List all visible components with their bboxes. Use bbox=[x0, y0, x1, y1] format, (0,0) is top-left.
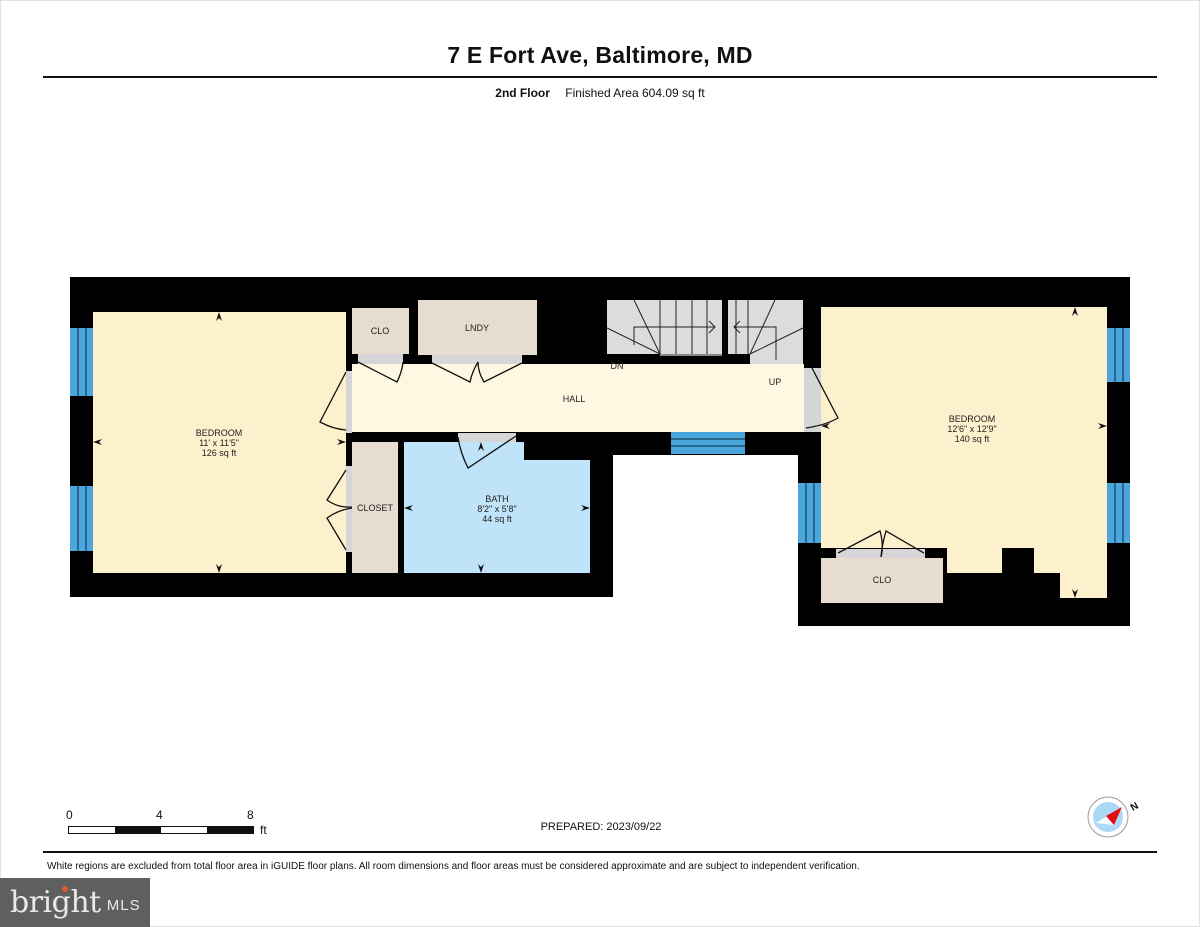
hall-label: HALL bbox=[563, 394, 586, 404]
compass-north-label: N bbox=[1129, 801, 1141, 814]
scale-label-4: 4 bbox=[156, 808, 163, 822]
bedroom-right-dims: 12'6" x 12'9" bbox=[947, 424, 996, 434]
bath-dims: 8'2" x 5'8" bbox=[477, 504, 516, 514]
bath-area: 44 sq ft bbox=[482, 514, 512, 524]
logo-dot bbox=[62, 886, 68, 892]
room-bath[interactable] bbox=[404, 442, 590, 573]
staircase bbox=[606, 299, 804, 364]
room-laundry[interactable] bbox=[418, 300, 537, 355]
bedroom-right-area: 140 sq ft bbox=[955, 434, 990, 444]
footer-divider bbox=[43, 851, 1157, 853]
room-bedroom-left[interactable] bbox=[93, 312, 346, 573]
clo-top-label: CLO bbox=[371, 326, 390, 336]
scale-label-8: 8 bbox=[247, 808, 254, 822]
floor-label: 2nd Floor bbox=[495, 86, 550, 100]
stairs-dn-label: DN bbox=[611, 361, 624, 371]
disclaimer-text: White regions are excluded from total fl… bbox=[47, 861, 860, 872]
window-right-lower bbox=[1107, 483, 1130, 543]
window-left-lower bbox=[70, 486, 93, 551]
window-hall bbox=[671, 432, 745, 454]
closet-label: CLOSET bbox=[357, 503, 394, 513]
door-swings bbox=[319, 361, 925, 558]
window-right-west bbox=[798, 483, 821, 543]
laundry-label: LNDY bbox=[465, 323, 489, 333]
door-threshold-hall-left bbox=[346, 371, 352, 433]
stairs-up-label: UP bbox=[769, 377, 782, 387]
logo-suffix: MLS bbox=[106, 897, 141, 914]
bath-name: BATH bbox=[485, 494, 508, 504]
bedroom-left-name: BEDROOM bbox=[196, 428, 243, 438]
window-left-upper bbox=[70, 328, 93, 396]
room-closet[interactable] bbox=[352, 442, 398, 573]
floor-subtitle: 2nd Floor Finished Area 604.09 sq ft bbox=[0, 86, 1200, 100]
bright-mls-logo: bright MLS bbox=[0, 878, 150, 927]
dimension-markers bbox=[93, 307, 1107, 598]
clo-right-label: CLO bbox=[873, 575, 892, 585]
scale-label-0: 0 bbox=[66, 808, 73, 822]
finished-area: Finished Area 604.09 sq ft bbox=[565, 86, 705, 100]
bedroom-right-name: BEDROOM bbox=[949, 414, 996, 424]
header-divider bbox=[43, 76, 1157, 78]
excluded-region bbox=[613, 455, 798, 627]
prepared-date: PREPARED: 2023/09/22 bbox=[540, 821, 662, 833]
room-clo-right[interactable] bbox=[821, 558, 943, 603]
scale-bar-segments bbox=[68, 826, 254, 834]
bedroom-left-area: 126 sq ft bbox=[202, 448, 237, 458]
scale-unit: ft bbox=[260, 823, 267, 837]
window-right-upper bbox=[1107, 328, 1130, 382]
room-clo-top[interactable] bbox=[352, 308, 409, 354]
logo-brand: bright bbox=[10, 885, 101, 920]
room-bedroom-right[interactable] bbox=[821, 307, 1107, 598]
compass-icon: N bbox=[1087, 796, 1141, 838]
page-title: 7 E Fort Ave, Baltimore, MD bbox=[447, 42, 753, 68]
room-hall[interactable] bbox=[352, 364, 804, 432]
bedroom-left-dims: 11' x 11'5" bbox=[199, 438, 239, 448]
scale-bar: 0 4 8 ft bbox=[60, 808, 290, 838]
